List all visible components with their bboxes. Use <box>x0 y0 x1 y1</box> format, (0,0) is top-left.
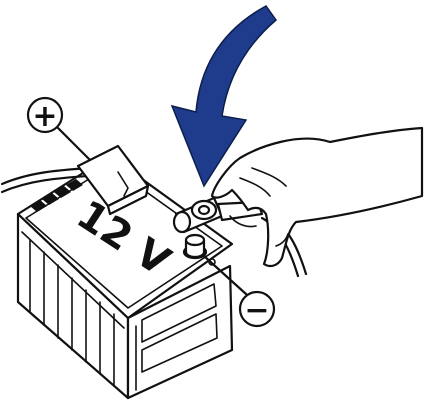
positive-symbol: + <box>32 99 57 134</box>
positive-label: + <box>28 98 90 160</box>
negative-symbol: − <box>244 293 269 328</box>
hand <box>212 128 422 266</box>
